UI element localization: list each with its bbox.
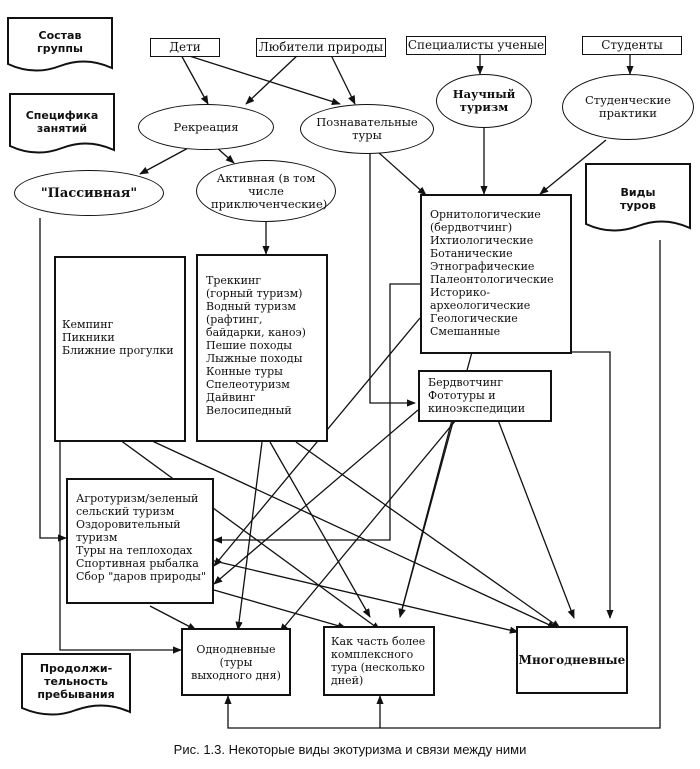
active-item: Пешие походы: [206, 339, 292, 352]
scientific-item: (бердвотчинг): [430, 221, 513, 234]
header-nature-lovers: Любители природы: [256, 38, 386, 57]
flag-shapes: [7, 17, 691, 716]
box-active-activities: Треккинг (горный туризм) Водный туризм (…: [196, 254, 328, 442]
oval-recreation-label: Рекреация: [173, 119, 239, 134]
figure-caption: Рис. 1.3. Некоторые виды экотуризма и св…: [173, 742, 527, 757]
active-item: Конные туры: [206, 365, 283, 378]
multi-day-label: Многодневные: [518, 652, 626, 667]
scientific-item: Ихтиологические: [430, 234, 534, 247]
flag-duration: Продолжи-тельность пребывания: [22, 658, 130, 704]
agro-item: туризм: [76, 531, 118, 544]
oval-educational-label: Познавательные туры: [316, 115, 418, 142]
oval-passive-label: "Пассивная": [40, 185, 138, 201]
agro-item: Агротуризм/зеленый: [76, 492, 199, 505]
agro-item: Спортивная рыбалка: [76, 557, 199, 570]
agro-item: Туры на теплоходах: [76, 544, 193, 557]
active-item: Треккинг: [206, 274, 262, 287]
active-item: байдарки, каноэ): [206, 326, 306, 339]
box-agrotourism: Агротуризм/зеленый сельский туризм Оздор…: [66, 478, 214, 604]
oval-student-practice-label: Студенческие практики: [585, 93, 671, 120]
passive-item: Пикники: [62, 331, 115, 344]
birdwatching-item: Фототуры и: [428, 389, 496, 402]
birdwatching-item: Бердвотчинг: [428, 376, 504, 389]
header-children: Дети: [150, 38, 220, 57]
flag-activity-label: Специфика занятий: [25, 109, 99, 135]
active-item: Спелеотуризм: [206, 378, 290, 391]
scientific-item: Историко-: [430, 286, 491, 299]
scientific-item: Геологические: [430, 312, 518, 325]
oval-active-label: Активная (в том числе приключенческие): [211, 170, 328, 211]
scientific-item: Этнографические: [430, 260, 535, 273]
active-item: (рафтинг,: [206, 313, 263, 326]
header-scientists-label: Специалисты ученые: [407, 38, 545, 52]
header-nature-lovers-label: Любители природы: [258, 40, 384, 54]
box-birdwatching-phototours: Бердвотчинг Фототуры и киноэкспедиции: [418, 370, 552, 422]
active-item: Дайвинг: [206, 391, 256, 404]
oval-student-practice: Студенческие практики: [562, 74, 694, 140]
active-item: Водный туризм: [206, 300, 296, 313]
agro-item: сельский туризм: [76, 505, 175, 518]
passive-item: Ближние прогулки: [62, 344, 174, 357]
flag-duration-label: Продолжи-тельность пребывания: [37, 661, 115, 701]
active-item: Велосипедный: [206, 404, 292, 417]
oval-passive: "Пассивная": [14, 170, 164, 216]
header-scientists: Специалисты ученые: [406, 36, 546, 55]
one-day-label: Однодневные (туры выходного дня): [191, 642, 281, 682]
oval-scientific-tourism: Научный туризм: [436, 74, 532, 128]
scientific-item: Смешанные: [430, 325, 501, 338]
scientific-item: археологические: [430, 299, 531, 312]
flag-tour-types-label: Виды туров: [620, 186, 656, 212]
box-complex-tour: Как часть более комплексного тура (неско…: [323, 626, 435, 696]
scientific-item: Палеонтологические: [430, 273, 554, 286]
header-students-label: Студенты: [601, 38, 663, 52]
oval-scientific-label: Научный туризм: [452, 87, 516, 114]
active-item: Лыжные походы: [206, 352, 303, 365]
oval-recreation: Рекреация: [138, 104, 274, 150]
flag-group-label: Состав группы: [37, 29, 83, 55]
flag-group-composition: Состав группы: [8, 24, 112, 60]
flag-tour-types: Виды туров: [586, 180, 690, 218]
oval-educational-tours: Познавательные туры: [300, 104, 434, 154]
header-children-label: Дети: [169, 40, 201, 54]
birdwatching-item: киноэкспедиции: [428, 402, 526, 415]
box-scientific-tours: Орнитологические (бердвотчинг) Ихтиологи…: [420, 194, 572, 354]
box-multi-day: Многодневные: [516, 626, 628, 694]
agro-item: Оздоровительный: [76, 518, 181, 531]
box-one-day: Однодневные (туры выходного дня): [181, 628, 291, 696]
oval-active: Активная (в том числе приключенческие): [196, 160, 336, 222]
box-passive-activities: Кемпинг Пикники Ближние прогулки: [54, 256, 186, 442]
scientific-item: Ботанические: [430, 247, 513, 260]
active-item: (горный туризм): [206, 287, 303, 300]
flag-activity-specifics: Специфика занятий: [10, 102, 114, 142]
header-students: Студенты: [582, 36, 682, 55]
passive-item: Кемпинг: [62, 318, 114, 331]
agro-item: Сбор "даров природы": [76, 570, 206, 583]
complex-tour-label: Как часть более комплексного тура (неско…: [331, 635, 426, 687]
scientific-item: Орнитологические: [430, 208, 541, 221]
